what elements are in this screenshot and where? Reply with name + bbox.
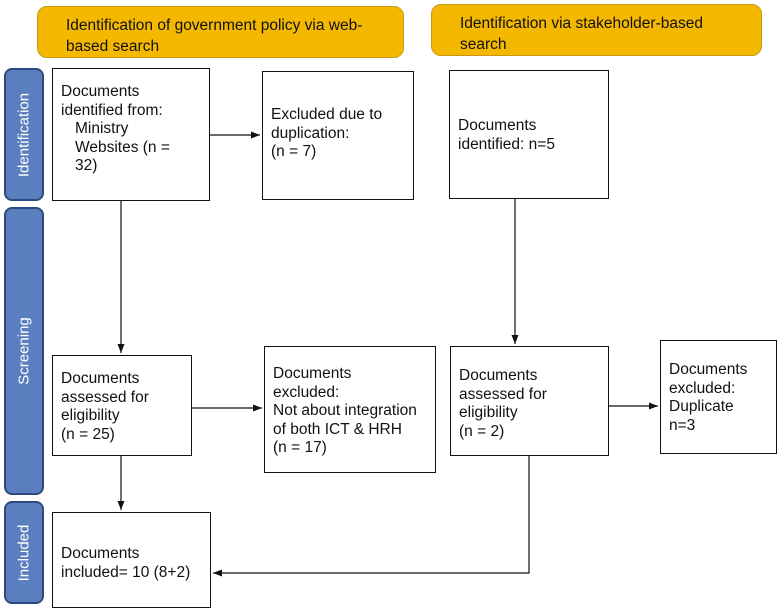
stage-included-label: Included	[15, 524, 33, 581]
box-web-assessed-line-4: (n = 25)	[61, 425, 115, 443]
stage-identification: Identification	[4, 68, 44, 201]
box-web-assessed-line-2: assessed for	[61, 388, 149, 406]
box-web-excluded-duplication: Excluded due to duplication: (n = 7)	[262, 71, 414, 200]
box-web-identified-line-4: Websites (n =	[75, 138, 170, 156]
box-web-excluded: Documents excluded: Not about integratio…	[264, 346, 436, 473]
arrow-stake-assessed-to-included	[213, 456, 530, 577]
box-web-identified: Documents identified from: Ministry Webs…	[52, 68, 210, 201]
box-web-assessed-line-3: eligibility	[61, 407, 120, 424]
box-stakeholder-identified: Documents identified: n=5	[449, 70, 609, 199]
box-stake-assessed-line-1: Documents	[459, 367, 538, 384]
box-web-identified-line-2: identified from:	[61, 101, 163, 119]
box-stake-identified-line-1: Documents	[458, 117, 537, 134]
box-web-excluded-line-3: Not about integration	[273, 402, 417, 419]
box-web-excluded-line-2: excluded:	[273, 383, 340, 401]
box-web-excluded-line-1: Documents	[273, 365, 352, 382]
stage-screening: Screening	[4, 207, 44, 495]
box-stake-identified-line-2: identified: n=5	[458, 135, 555, 153]
box-included-line-1: Documents	[61, 545, 140, 562]
box-web-excluded-dup-line-1: Excluded due to	[271, 106, 383, 123]
header-web-search: Identification of government policy via …	[37, 6, 404, 58]
box-stake-excluded-line-1: Documents	[669, 361, 748, 378]
box-stake-excluded-line-4: n=3	[669, 416, 696, 434]
box-stakeholder-assessed: Documents assessed for eligibility (n = …	[450, 346, 609, 456]
header-stakeholder-search: Identification via stakeholder-based sea…	[431, 4, 762, 56]
stage-screening-label: Screening	[15, 317, 33, 385]
box-stake-assessed-line-2: assessed for	[459, 385, 547, 403]
box-stakeholder-excluded: Documents excluded: Duplicate n=3	[660, 340, 777, 454]
box-web-excluded-dup-line-3: (n = 7)	[271, 143, 317, 160]
box-included-line-2: included= 10 (8+2)	[61, 563, 191, 581]
box-web-identified-line-3: Ministry	[75, 120, 129, 137]
header-stakeholder-line-2: search	[460, 36, 507, 53]
box-stake-excluded-line-2: excluded:	[669, 379, 736, 397]
box-included: Documents included= 10 (8+2)	[52, 512, 211, 608]
box-web-excluded-line-4: of both ICT & HRH	[273, 420, 402, 438]
box-stake-assessed-line-3: eligibility	[459, 404, 518, 421]
box-web-identified-line-5: 32)	[75, 157, 98, 174]
box-web-assessed: Documents assessed for eligibility (n = …	[52, 355, 192, 456]
box-web-excluded-dup-line-2: duplication:	[271, 124, 350, 142]
box-web-excluded-line-5: (n = 17)	[273, 439, 327, 456]
header-stakeholder-line-1: Identification via stakeholder-based	[460, 15, 703, 32]
stage-identification-label: Identification	[15, 92, 33, 177]
box-web-identified-line-1: Documents	[61, 83, 140, 100]
header-web-line-2: based search	[66, 38, 160, 55]
box-web-assessed-line-1: Documents	[61, 370, 140, 387]
header-web-line-1: Identification of government policy via …	[66, 17, 363, 34]
stage-included: Included	[4, 501, 44, 604]
box-stake-excluded-line-3: Duplicate	[669, 398, 734, 415]
box-stake-assessed-line-4: (n = 2)	[459, 422, 505, 440]
